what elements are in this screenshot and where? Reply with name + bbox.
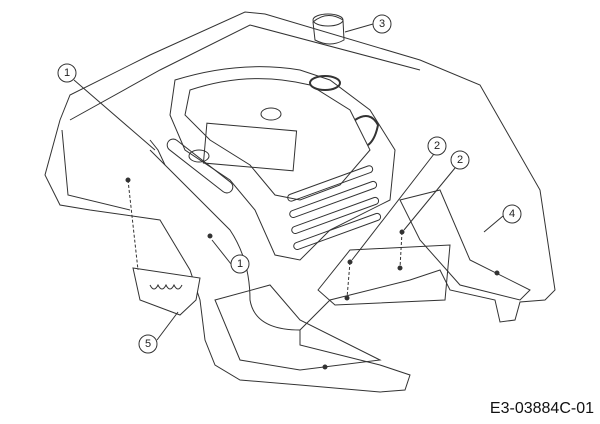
part-3-filler-cap: [312, 13, 345, 45]
callout-1b[interactable]: 1: [230, 254, 250, 274]
callout-label: 4: [509, 208, 515, 220]
callout-label: 2: [457, 154, 463, 166]
body-shell: [44, 11, 556, 393]
callout-2b[interactable]: 2: [450, 150, 470, 170]
callout-3[interactable]: 3: [372, 14, 392, 34]
callout-2a[interactable]: 2: [427, 136, 447, 156]
screw-axis-lines: [127, 179, 403, 299]
callout-5[interactable]: 5: [138, 334, 158, 354]
vent-slots: [287, 165, 382, 251]
callout-label: 5: [145, 338, 151, 350]
diagram-code: E3-03884C-01: [489, 400, 594, 417]
callout-4[interactable]: 4: [502, 204, 522, 224]
callout-label: 2: [434, 140, 440, 152]
part-5-bracket: [132, 267, 201, 316]
callout-label: 1: [64, 67, 70, 79]
callout-label: 1: [237, 258, 243, 270]
leader-lines: [73, 23, 504, 341]
callout-label: 3: [379, 18, 385, 30]
callout-1a[interactable]: 1: [57, 63, 77, 83]
